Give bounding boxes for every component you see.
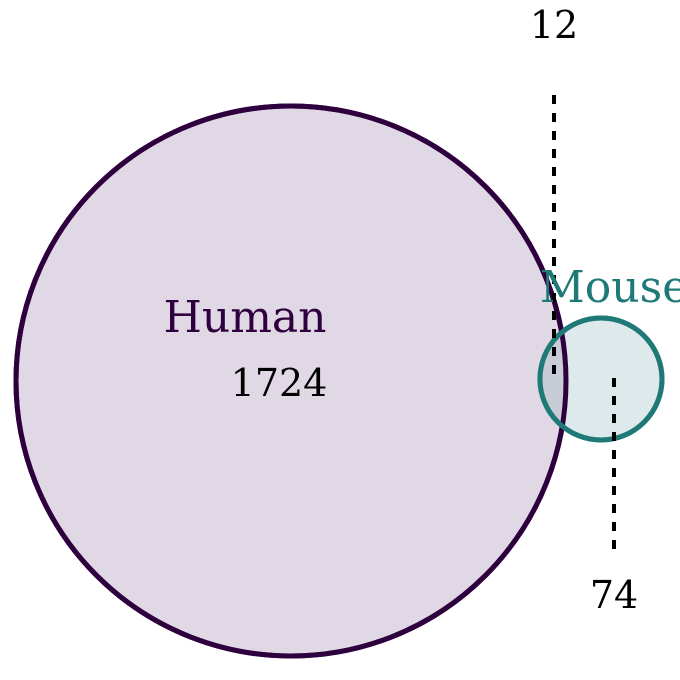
overlap-count: 12	[530, 3, 578, 47]
mouse-set-outline	[537, 315, 665, 443]
mouse-set-label: Mouse	[540, 262, 680, 313]
human-set-label: Human	[163, 292, 326, 343]
human-only-count: 1724	[231, 361, 328, 405]
mouse-only-count: 74	[590, 573, 638, 617]
human-set-outline	[13, 103, 569, 659]
